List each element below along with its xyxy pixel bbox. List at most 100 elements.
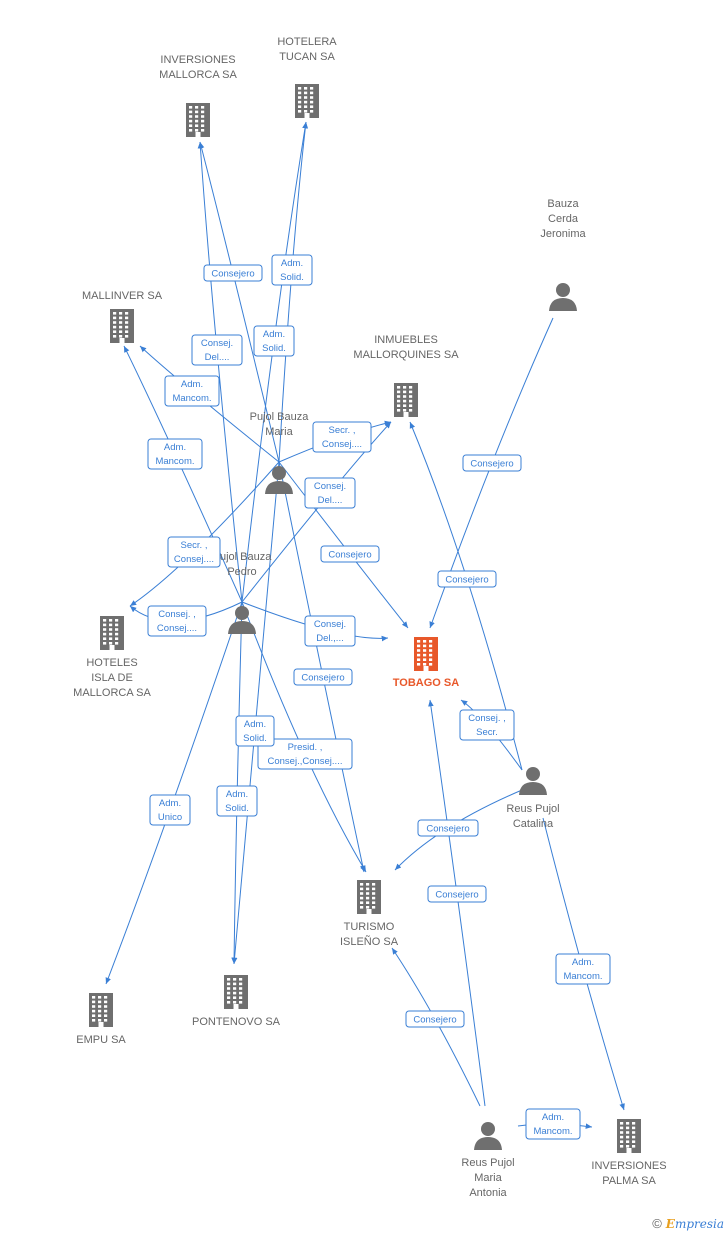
node-label: Pujol Bauza (213, 551, 273, 563)
node-label: Jeronima (540, 228, 586, 240)
relation-label[interactable]: Adm.Unico (149, 794, 191, 826)
relation-label[interactable]: Consej. , Consej.... (147, 605, 207, 637)
relation-label-text: Secr. , (329, 425, 356, 436)
company-node-hotelera-tucan[interactable]: HOTELERA TUCAN SA (277, 36, 337, 118)
relation-label[interactable]: Consejero (417, 819, 479, 837)
relation-label-box (257, 738, 353, 770)
relation-label[interactable]: Secr. , Consej.... (167, 536, 221, 568)
relation-label-text: Mancom. (172, 393, 211, 404)
node-label: Antonia (469, 1187, 507, 1199)
relation-label[interactable]: Adm.Solid. (235, 715, 275, 747)
relation-label[interactable]: Consejero (405, 1010, 465, 1028)
node-label: TUCAN SA (279, 51, 335, 63)
relation-label[interactable]: Adm.Mancom. (555, 953, 611, 985)
relation-label-box (555, 953, 611, 985)
relation-label[interactable]: Presid. ,Consej.,Consej.... (257, 738, 353, 770)
relation-label[interactable]: Consejero (203, 264, 263, 282)
relation-label[interactable]: Consejero (462, 454, 522, 472)
relation-label[interactable]: Adm.Mancom. (164, 375, 220, 407)
relation-label[interactable]: Adm.Solid. (216, 785, 258, 817)
node-label: Pedro (227, 566, 256, 578)
building-icon (224, 975, 248, 1009)
relation-label[interactable]: Consejero (293, 668, 353, 686)
node-label: HOTELES (86, 657, 137, 669)
relation-label[interactable]: Adm.Mancom. (147, 438, 203, 470)
relation-label-box (149, 794, 191, 826)
relation-label[interactable]: Adm.Solid. (253, 325, 295, 357)
relation-label[interactable]: Consej. Del.... (191, 334, 243, 366)
relation-label[interactable]: Consejero (427, 885, 487, 903)
node-label: INVERSIONES (591, 1160, 666, 1172)
edge-pujol_bauza_maria-to-turismo_isleno (278, 461, 366, 873)
node-label: PALMA SA (602, 1175, 656, 1187)
relation-label[interactable]: Consej. Del.... (304, 477, 356, 509)
company-node-empu[interactable]: EMPU SA (76, 993, 126, 1046)
person-icon (549, 283, 577, 311)
relation-label-text: Adm. (281, 258, 303, 269)
relation-label[interactable]: Consej. ,Secr. (459, 709, 515, 741)
relation-label-text: Del.... (318, 495, 343, 506)
relation-label[interactable]: Consejero (320, 545, 380, 563)
relation-labels-layer: ConsejeroAdm.Solid.Consej.Del....Adm.Sol… (147, 254, 611, 1140)
person-icon (519, 767, 547, 795)
relation-label-text: Consej.... (157, 623, 197, 634)
relation-label-text: Mancom. (563, 971, 602, 982)
relation-label[interactable]: Consej.Del.,... (304, 615, 356, 647)
company-node-tobago[interactable]: TOBAGO SA (393, 637, 459, 689)
company-node-inversiones-palma[interactable]: INVERSIONES PALMA SA (591, 1119, 667, 1187)
node-label: HOTELERA (277, 36, 337, 48)
company-node-mallinver[interactable]: MALLINVER SA (82, 290, 163, 343)
relation-label-box (459, 709, 515, 741)
node-label: Catalina (513, 818, 554, 830)
relation-label[interactable]: Consejero (437, 570, 497, 588)
edge-pujol_bauza_maria-to-hoteles_isla (129, 461, 280, 607)
relation-label-box (216, 785, 258, 817)
relation-label-box (427, 885, 487, 903)
relation-label-text: Consej.... (174, 554, 214, 565)
node-label: Pujol Bauza (250, 411, 310, 423)
node-label: INMUEBLES (374, 334, 438, 346)
relation-label-text: Consej. , (158, 609, 196, 620)
relation-label-box (191, 334, 243, 366)
relation-label-text: Secr. , (181, 540, 208, 551)
relation-label[interactable]: Secr. , Consej.... (312, 421, 372, 453)
node-label: Reus Pujol (506, 803, 559, 815)
relation-label-text: Solid. (225, 803, 249, 814)
node-label: ISLA DE (91, 672, 133, 684)
relation-label-text: Consejero (328, 550, 371, 561)
relation-label-box (147, 438, 203, 470)
node-label: Cerda (548, 213, 579, 225)
relation-label[interactable]: Adm.Mancom. (525, 1108, 581, 1140)
brand-initial: E (665, 1217, 675, 1231)
relation-label-box (147, 605, 207, 637)
relation-label-text: Consejero (435, 890, 478, 901)
relation-label[interactable]: Adm.Solid. (271, 254, 313, 286)
relation-label-text: Consej. (201, 338, 233, 349)
node-label: ISLEÑO SA (340, 935, 399, 948)
relation-label-text: Consej.... (322, 439, 362, 450)
relation-label-text: Del.... (205, 352, 230, 363)
edge-pujol_bauza_pedro-to-hotelera_tucan (241, 121, 308, 603)
company-node-pontenovo[interactable]: PONTENOVO SA (192, 975, 281, 1028)
relation-label-text: Del.,... (316, 633, 343, 644)
relation-label-text: Consej. (314, 481, 346, 492)
relation-label-text: Consejero (211, 269, 254, 280)
relation-label-text: Solid. (262, 343, 286, 354)
relation-label-text: Consejero (413, 1015, 456, 1026)
relation-label-text: Presid. , (288, 742, 323, 753)
building-icon (357, 880, 381, 914)
node-label: Bauza (547, 198, 579, 210)
edge-pujol_bauza_maria-to-pontenovo (231, 461, 280, 965)
relation-label-text: Consejero (470, 459, 513, 470)
